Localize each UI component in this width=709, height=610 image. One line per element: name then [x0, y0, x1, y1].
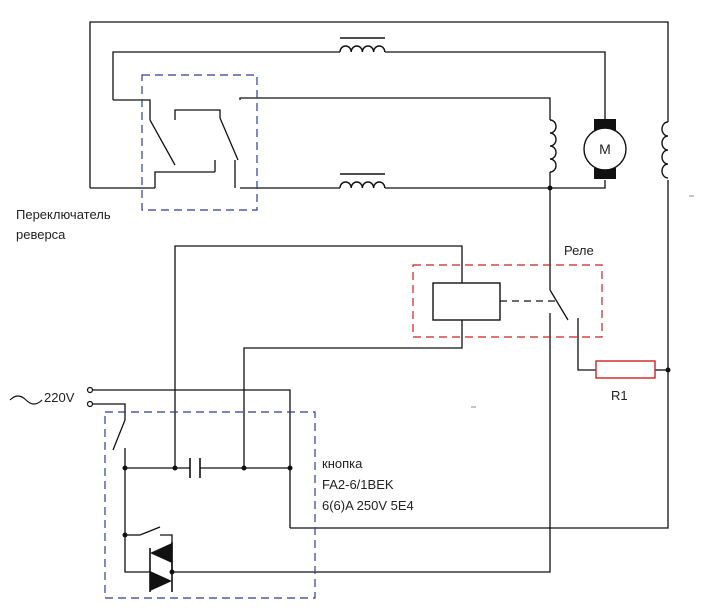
wire-outer-loop: [89, 21, 669, 188]
wire-button-bus: [124, 448, 190, 469]
terminal-line: [86, 386, 94, 394]
switch-blade-left: [149, 119, 176, 166]
button-switch-blade: [112, 419, 126, 451]
resistor-label: R1: [611, 388, 628, 403]
wire-relay-to-resistor: [577, 318, 596, 371]
wire-relay-coil-bottom: [243, 320, 463, 468]
wire-field-top: [112, 51, 340, 100]
junction-dot: [665, 367, 671, 373]
switch-blade-right: [219, 117, 239, 161]
terminal-neutral: [86, 400, 94, 408]
wire-bottom-field-right: [385, 180, 606, 189]
resistor-r1: [595, 360, 656, 379]
motor-circle: [583, 127, 627, 171]
switch-label-line2: реверса: [16, 227, 66, 242]
voltage-label: 220V: [44, 390, 75, 405]
triac-lower: [150, 571, 172, 591]
motor-brush-bottom: [594, 168, 616, 179]
relay-coil: [432, 282, 501, 321]
wire-supply-line: [93, 389, 291, 528]
wire-switch-left-bottom: [154, 171, 175, 188]
relay-box: [412, 264, 603, 338]
wire-relay-coil-top: [174, 245, 463, 468]
field-coil-right: [549, 119, 557, 173]
junction-dot: [241, 465, 247, 471]
motor-brush-top: [594, 119, 616, 130]
wire-switch-right-top: [174, 109, 221, 120]
wire-supply-neutral: [93, 403, 126, 420]
junction-dot: [547, 185, 553, 191]
stator-coil: [661, 121, 669, 179]
field-coil-top: [339, 45, 386, 53]
junction-dot: [172, 465, 178, 471]
relay-contact-blade: [549, 289, 569, 321]
junction-dot: [122, 465, 128, 471]
triac-upper: [150, 543, 172, 563]
ac-symbol: [9, 395, 43, 405]
wire-right-column: [290, 180, 669, 529]
junction-dot: [122, 532, 128, 538]
button-inner-blade: [139, 526, 161, 536]
junction-dot: [287, 465, 293, 471]
button-label-line1: кнопка: [322, 456, 363, 471]
field-coil-bottom: [339, 181, 386, 189]
relay-label: Реле: [564, 243, 594, 258]
wire-field-top-right: [385, 51, 606, 122]
button-box: [104, 411, 316, 599]
wire-switch-to-field: [239, 97, 551, 120]
motor-label: M: [599, 141, 611, 157]
switch-label-line1: Переключатель: [16, 207, 111, 222]
wire-relay-contact-bottom: [172, 313, 551, 573]
button-label-line2: FA2-6/1BEK: [322, 477, 394, 492]
button-label-line3: 6(6)A 250V 5E4: [322, 498, 414, 513]
wire-button-left: [124, 468, 150, 573]
wire-switch-left-top: [113, 99, 151, 120]
reverse-switch-box: [141, 74, 258, 211]
